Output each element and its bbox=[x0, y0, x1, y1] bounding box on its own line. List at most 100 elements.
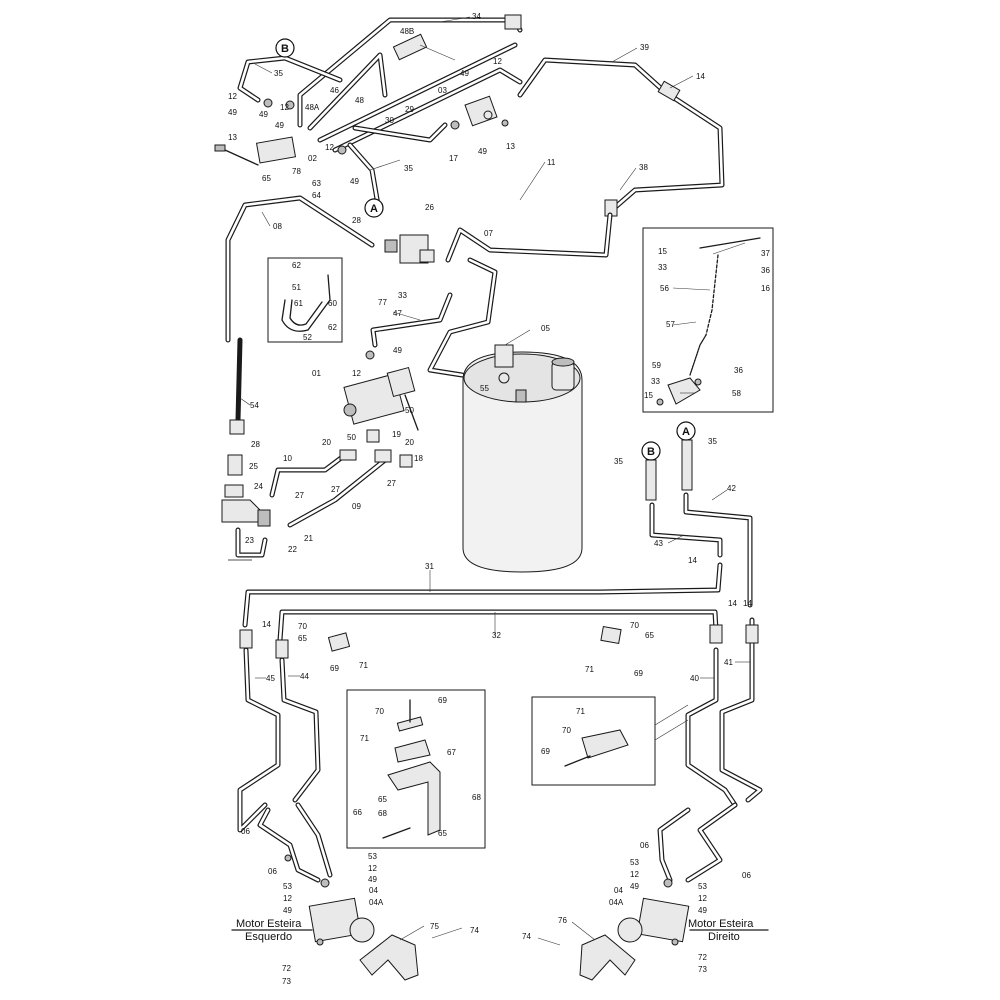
callout-16: 16 bbox=[761, 284, 770, 293]
pipe-39-14-38 bbox=[517, 57, 725, 217]
callout-20: 20 bbox=[405, 438, 414, 447]
callout-65: 65 bbox=[438, 829, 447, 838]
callout-71: 71 bbox=[585, 665, 594, 674]
callout-29: 29 bbox=[405, 105, 414, 114]
callout-48b: 48B bbox=[400, 27, 414, 36]
callout-72: 72 bbox=[698, 953, 707, 962]
connector-b-top: B bbox=[275, 38, 295, 58]
callout-72: 72 bbox=[282, 964, 291, 973]
callout-11: 11 bbox=[547, 158, 556, 167]
callout-57: 57 bbox=[666, 320, 675, 329]
pipe-31 bbox=[242, 562, 723, 628]
callout-74: 74 bbox=[522, 932, 531, 941]
callout-47: 47 bbox=[393, 309, 402, 318]
callout-71: 71 bbox=[576, 707, 585, 716]
callout-33: 33 bbox=[651, 377, 660, 386]
callout-26: 26 bbox=[425, 203, 434, 212]
callout-62: 62 bbox=[328, 323, 337, 332]
hose-08 bbox=[225, 195, 375, 423]
callout-64: 64 bbox=[312, 191, 321, 200]
callout-27: 27 bbox=[387, 479, 396, 488]
callout-65: 65 bbox=[262, 174, 271, 183]
callout-55: 55 bbox=[480, 384, 489, 393]
clamp-detail-inset bbox=[267, 257, 343, 343]
callout-33: 33 bbox=[398, 291, 407, 300]
pipe-48b-b bbox=[237, 14, 522, 103]
callout-37: 37 bbox=[761, 249, 770, 258]
callout-61: 61 bbox=[294, 299, 303, 308]
callout-58: 58 bbox=[732, 389, 741, 398]
suction-assembly bbox=[221, 419, 271, 561]
callout-04a: 04A bbox=[609, 898, 624, 907]
callout-01: 01 bbox=[312, 369, 321, 378]
callout-49: 49 bbox=[283, 906, 292, 915]
callout-39: 39 bbox=[640, 43, 649, 52]
motor-right bbox=[579, 897, 769, 981]
callout-50: 50 bbox=[347, 433, 356, 442]
callout-49: 49 bbox=[698, 906, 707, 915]
motor-left bbox=[231, 897, 419, 981]
callout-78: 78 bbox=[292, 167, 301, 176]
callout-14: 14 bbox=[262, 620, 271, 629]
left-legs-45-44 bbox=[237, 629, 321, 833]
callout-24: 24 bbox=[254, 482, 263, 491]
callout-15: 15 bbox=[658, 247, 667, 256]
motor-right-label-line1: Motor Esteira bbox=[688, 918, 754, 930]
callout-06: 06 bbox=[640, 841, 649, 850]
callout-35: 35 bbox=[708, 437, 717, 446]
callout-41: 41 bbox=[724, 658, 733, 667]
pipe-07 bbox=[427, 257, 498, 378]
callout-48a: 48A bbox=[305, 103, 320, 112]
callout-38: 38 bbox=[639, 163, 648, 172]
callout-69: 69 bbox=[438, 696, 447, 705]
callout-20: 20 bbox=[322, 438, 331, 447]
callout-71: 71 bbox=[360, 734, 369, 743]
callout-69: 69 bbox=[541, 747, 550, 756]
callout-08: 08 bbox=[273, 222, 282, 231]
connector-label: B bbox=[281, 43, 289, 55]
callout-69: 69 bbox=[330, 664, 339, 673]
valve-03 bbox=[464, 95, 498, 127]
clamp-detail-inset-center bbox=[346, 689, 486, 849]
callout-04a: 04A bbox=[369, 898, 384, 907]
callout-22: 22 bbox=[288, 545, 297, 554]
callout-05: 05 bbox=[541, 324, 550, 333]
callout-27: 27 bbox=[331, 485, 340, 494]
callout-63: 63 bbox=[312, 179, 321, 188]
callout-14: 14 bbox=[688, 556, 697, 565]
callout-42: 42 bbox=[727, 484, 736, 493]
callout-51: 51 bbox=[292, 283, 301, 292]
right-legs-40-41 bbox=[685, 617, 763, 808]
pipe-46-48 bbox=[307, 42, 518, 143]
callout-52: 52 bbox=[303, 333, 312, 342]
clamp-detail-inset-right bbox=[531, 696, 689, 786]
callout-49: 49 bbox=[368, 875, 377, 884]
pump-01 bbox=[343, 366, 419, 431]
callout-14: 14 bbox=[728, 599, 737, 608]
callout-numbers: 34 48B 39 14 35 12 49 12 49 48A 46 48 29… bbox=[228, 12, 770, 986]
connector-a-lower: A bbox=[676, 421, 696, 441]
callout-73: 73 bbox=[698, 965, 707, 974]
callout-53: 53 bbox=[368, 852, 377, 861]
callout-53: 53 bbox=[283, 882, 292, 891]
callout-70: 70 bbox=[298, 622, 307, 631]
callout-12: 12 bbox=[325, 143, 334, 152]
callout-12: 12 bbox=[280, 103, 289, 112]
callout-35: 35 bbox=[404, 164, 413, 173]
pipe-32 bbox=[277, 609, 719, 643]
callout-49: 49 bbox=[259, 110, 268, 119]
fittings bbox=[263, 98, 679, 946]
callout-12: 12 bbox=[228, 92, 237, 101]
callout-68: 68 bbox=[472, 793, 481, 802]
callout-49: 49 bbox=[630, 882, 639, 891]
hose-10-09 bbox=[269, 429, 413, 528]
chain-detail-inset bbox=[642, 227, 774, 413]
motor-right-label-line2: Direito bbox=[708, 931, 740, 943]
callout-06: 06 bbox=[241, 827, 250, 836]
callout-54: 54 bbox=[250, 401, 259, 410]
callout-49: 49 bbox=[393, 346, 402, 355]
pipe-clamps bbox=[327, 625, 622, 652]
callout-46: 46 bbox=[330, 86, 339, 95]
callout-04: 04 bbox=[369, 886, 378, 895]
